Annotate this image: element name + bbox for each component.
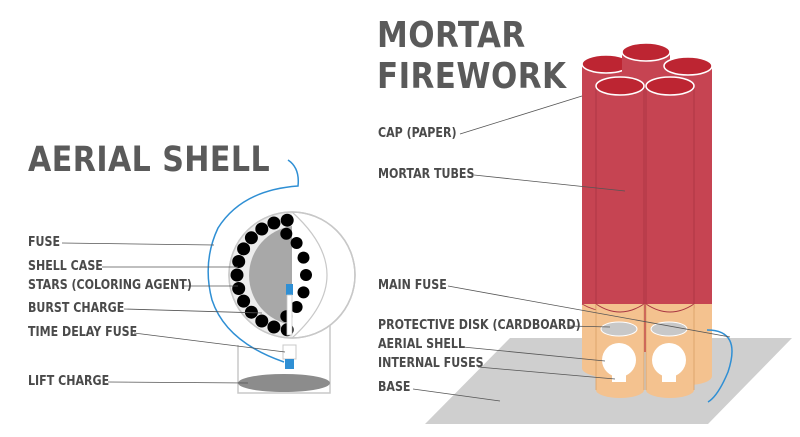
label-aerial-shell: AERIAL SHELL	[378, 337, 466, 352]
star-pellet	[232, 255, 246, 268]
star-pellet	[244, 231, 258, 245]
protective-disk-left	[600, 321, 638, 337]
label-time-delay-fuse: TIME DELAY FUSE	[28, 325, 138, 340]
launch-tube-outline	[237, 292, 331, 394]
star-pellet	[244, 305, 258, 319]
star-pellet	[255, 222, 269, 236]
mortar-tube-front-right	[645, 76, 695, 398]
time-delay-fuse-bottom	[285, 359, 294, 369]
mortar-title-line2: FIREWORK	[377, 56, 567, 97]
lift-charge-powder	[238, 374, 330, 392]
label-lift-charge: LIFT CHARGE	[28, 374, 110, 389]
mortar-leader-lines	[412, 95, 731, 402]
star-pellet	[300, 269, 312, 281]
protective-disk-right	[650, 321, 688, 337]
star-pellet	[237, 294, 251, 308]
aerial-shell-in-tube-left	[602, 343, 636, 382]
star-pellet	[297, 286, 310, 299]
burst-charge	[249, 226, 292, 325]
label-burst-charge: BURST CHARGE	[28, 301, 125, 316]
label-internal-fuses: INTERNAL FUSES	[378, 356, 484, 371]
star-pellet	[267, 216, 281, 230]
star-pellet	[267, 320, 281, 334]
label-stars: STARS (COLORING AGENT)	[28, 278, 192, 293]
star-pellet	[280, 213, 294, 227]
time-delay-fuse-body	[286, 294, 293, 336]
main-fuse-wire	[706, 329, 733, 403]
mortar-tube-front-left	[595, 76, 645, 398]
fuse-wire	[207, 159, 300, 363]
label-protective-disk: PROTECTIVE DISK (CARDBOARD)	[378, 318, 581, 333]
star-pellet	[237, 242, 251, 256]
aerial-leader-lines	[61, 242, 286, 384]
mortar-firework-title: MORTAR FIREWORK	[377, 15, 566, 97]
star-pellet	[232, 282, 246, 295]
label-mortar-tubes: MORTAR TUBES	[378, 167, 475, 182]
time-delay-fuse-top	[286, 284, 293, 295]
label-base: BASE	[378, 380, 411, 395]
label-shell-case: SHELL CASE	[28, 259, 103, 274]
aerial-shell-in-tube-right	[652, 343, 686, 382]
label-fuse: FUSE	[28, 235, 61, 250]
label-cap: CAP (PAPER)	[378, 126, 457, 141]
star-pellet	[230, 268, 244, 282]
aerial-shell-title: AERIAL SHELL	[28, 140, 271, 180]
mortar-title-line1: MORTAR	[377, 15, 526, 56]
star-pellet	[297, 251, 310, 264]
star-pellet	[290, 237, 303, 249]
stars	[230, 213, 312, 337]
label-main-fuse: MAIN FUSE	[378, 278, 447, 293]
star-pellet	[290, 301, 303, 313]
star-pellet	[255, 314, 269, 328]
star-pellet	[280, 227, 293, 240]
